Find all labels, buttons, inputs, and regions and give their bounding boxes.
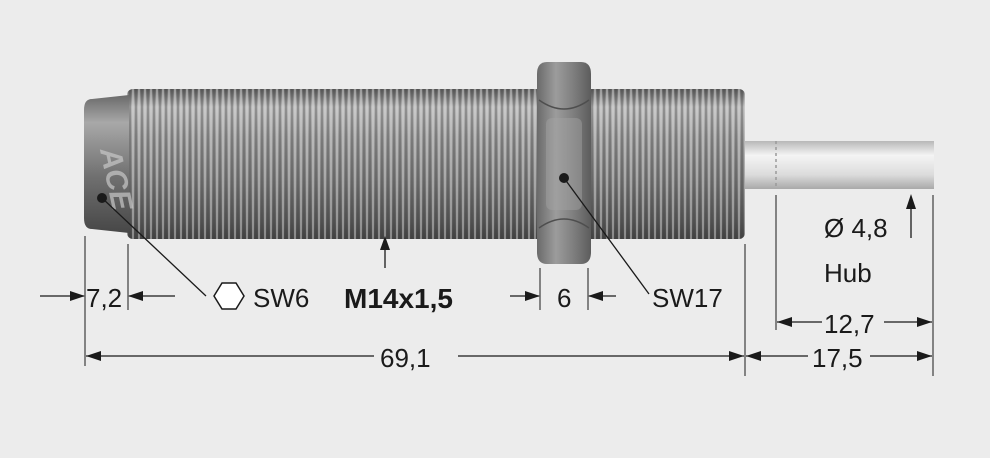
threaded-body: [127, 89, 745, 239]
thread-arrow: [380, 236, 390, 268]
dimension-stroke: [777, 317, 932, 327]
thread-label: M14x1,5: [344, 283, 453, 314]
hex-nut: [537, 62, 591, 264]
dimension-nut-width: [510, 291, 616, 301]
cap-length-label: 7,2: [86, 283, 122, 313]
dimension-total-length: [86, 351, 744, 361]
hexagon-icon: [213, 282, 245, 310]
nut-hex-label: SW17: [652, 283, 723, 313]
rod-diameter-label: Ø 4,8: [824, 213, 888, 243]
extension-lines: [84, 195, 934, 376]
leader-sw6: [97, 193, 245, 310]
dimension-rod-diameter: [906, 194, 916, 238]
nut-width-label: 6: [557, 283, 571, 313]
total-length-label: 69,1: [380, 343, 431, 373]
stroke-value-label: 12,7: [824, 309, 875, 339]
dimension-cap-length: [40, 291, 175, 301]
dimension-rod-extension: [746, 351, 932, 361]
piston-rod: [742, 141, 934, 189]
hex-cap-label: SW6: [253, 283, 309, 313]
stroke-word-label: Hub: [824, 258, 872, 288]
leader-sw17: [559, 173, 650, 295]
rod-extension-label: 17,5: [812, 343, 863, 373]
